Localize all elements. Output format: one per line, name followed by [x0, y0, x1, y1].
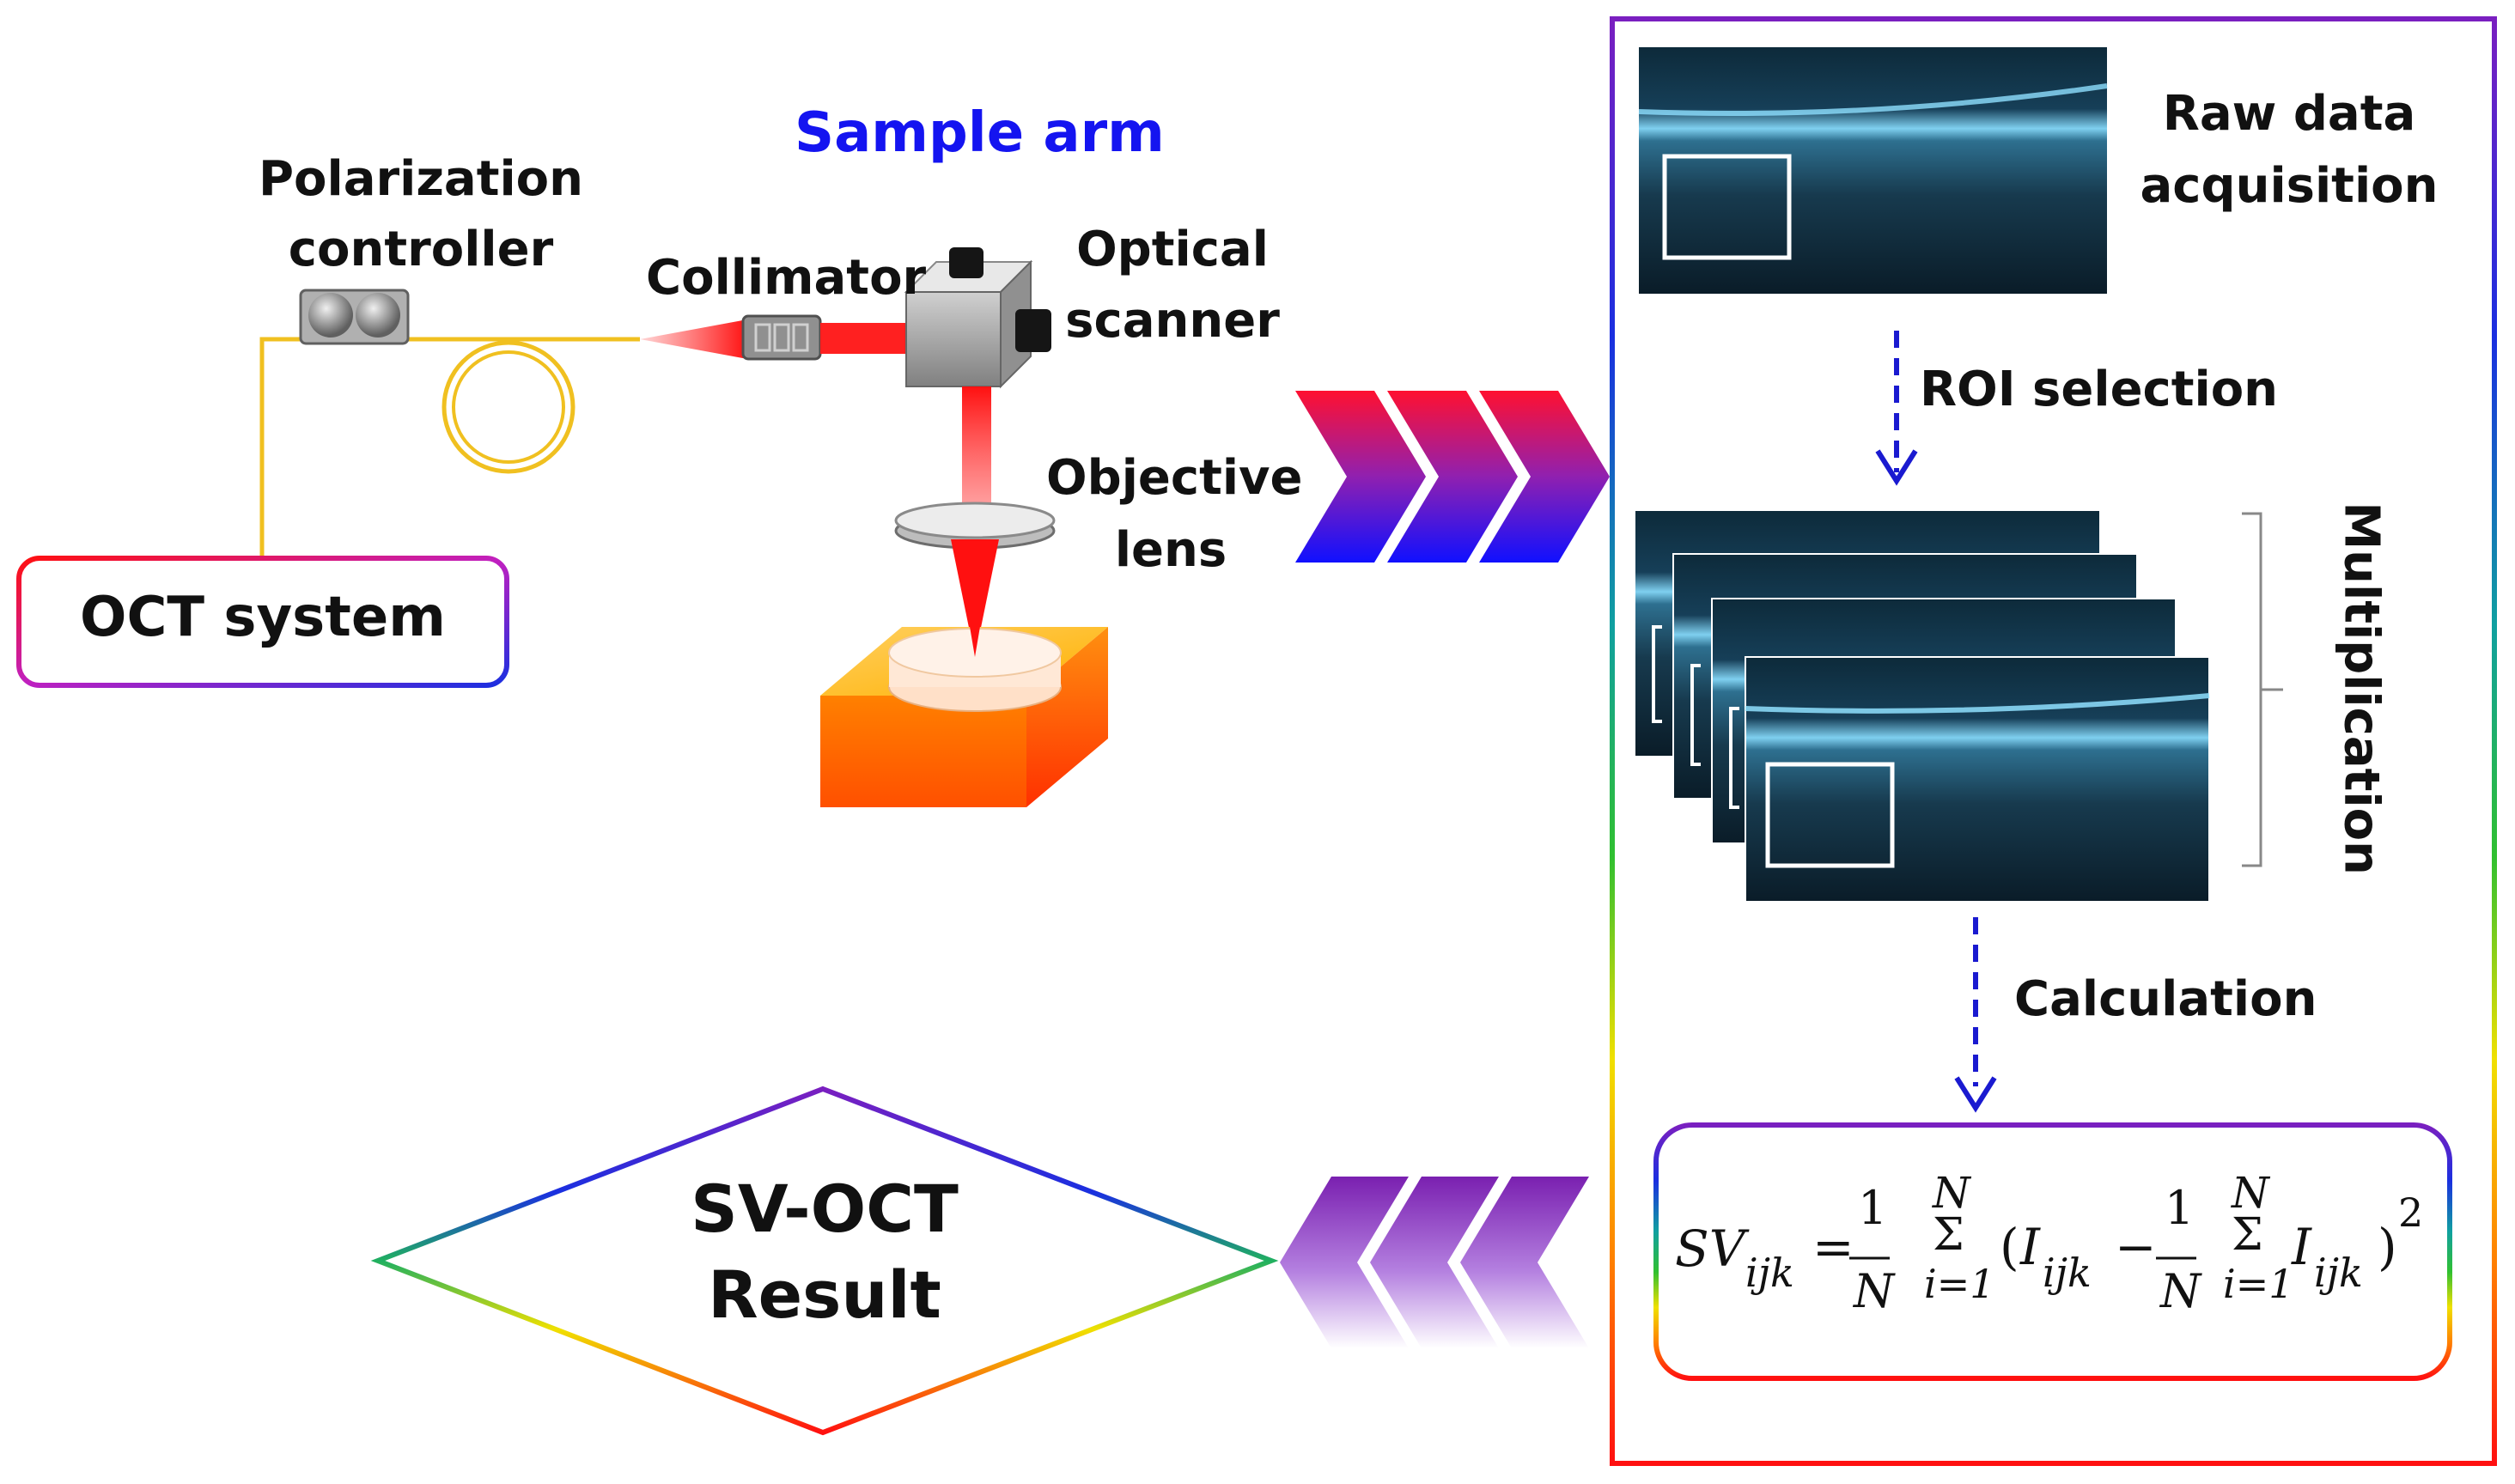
optical-fiber: [259, 337, 640, 556]
multiplied-oct-images: [1635, 511, 2210, 903]
optical-scanner-label-line1: Optical: [1076, 222, 1269, 277]
sample-stage-icon: [820, 627, 1108, 807]
input-beam-cone: [640, 319, 747, 359]
formula-sum-top-a: N: [1933, 1168, 1970, 1218]
calculation-label: Calculation: [2014, 971, 2317, 1027]
formula-n-a: N: [1854, 1264, 1895, 1318]
fiber-loop-outer: [441, 340, 575, 474]
flow-chevrons-left: [1280, 1177, 1589, 1348]
formula-paren-close: ): [2378, 1218, 2397, 1276]
objective-lens-icon: [894, 502, 1056, 550]
fiber-loop-inner: [452, 350, 565, 464]
formula-sum-top-b: N: [2232, 1168, 2269, 1218]
formula-i-b: I: [2292, 1218, 2311, 1276]
objective-lens-label-line1: Objective: [1046, 450, 1303, 506]
formula-sv: SV: [1675, 1219, 1745, 1278]
polarization-controller-label-line2: controller: [288, 222, 554, 277]
oct-system-box: [16, 556, 509, 688]
oct-system-label: OCT system: [80, 586, 446, 649]
formula-sv-subscript: ijk: [1745, 1250, 1794, 1296]
collimated-beam: [820, 323, 910, 354]
polarization-controller-icon: [299, 289, 410, 345]
formula-sum-bottom-a: i=1: [1924, 1261, 1995, 1307]
raw-data-label-line1: Raw data: [2162, 86, 2416, 142]
formula-minus: −: [2115, 1218, 2157, 1276]
formula-exponent: 2: [2398, 1189, 2424, 1236]
formula-one-a: 1: [1858, 1181, 1888, 1235]
formula-paren-open: (: [2000, 1218, 2019, 1276]
raw-data-label-line2: acquisition: [2140, 158, 2439, 214]
collimator-label: Collimator: [646, 250, 927, 306]
formula-box: [1653, 1122, 2452, 1381]
formula-sum-bottom-b: i=1: [2223, 1261, 2294, 1307]
roi-selection-label: ROI selection: [1920, 362, 2279, 417]
vertical-beam: [962, 386, 991, 507]
sample-arm-label: Sample arm: [795, 101, 1165, 165]
flow-chevrons-right: [1295, 391, 1610, 563]
formula-i-b-subscript: ijk: [2314, 1250, 2363, 1296]
result-label-line2: Result: [708, 1256, 941, 1333]
optical-scanner-label-line2: scanner: [1065, 293, 1280, 349]
focused-beam-cone: [951, 539, 999, 657]
result-label-line1: SV-OCT: [691, 1171, 959, 1247]
raw-oct-image: [1638, 47, 2108, 294]
formula-equals: =: [1812, 1218, 1854, 1276]
optical-scanner-icon: [904, 247, 1051, 389]
formula-i-a-subscript: ijk: [2043, 1250, 2092, 1296]
formula-one-b: 1: [2165, 1181, 2195, 1235]
formula-sigma-a: Σ: [1933, 1209, 1964, 1261]
formula-sigma-b: Σ: [2232, 1209, 2263, 1261]
processing-frame: [1610, 16, 2497, 1466]
result-diamond: [370, 1086, 1279, 1436]
objective-lens-label-line2: lens: [1114, 522, 1227, 578]
formula-n-b: N: [2160, 1264, 2201, 1318]
focused-beam-tip: [965, 601, 984, 657]
polarization-controller-label-line1: Polarization: [259, 151, 583, 207]
formula-i-a: I: [2020, 1218, 2040, 1276]
collimator-icon: [741, 314, 822, 361]
